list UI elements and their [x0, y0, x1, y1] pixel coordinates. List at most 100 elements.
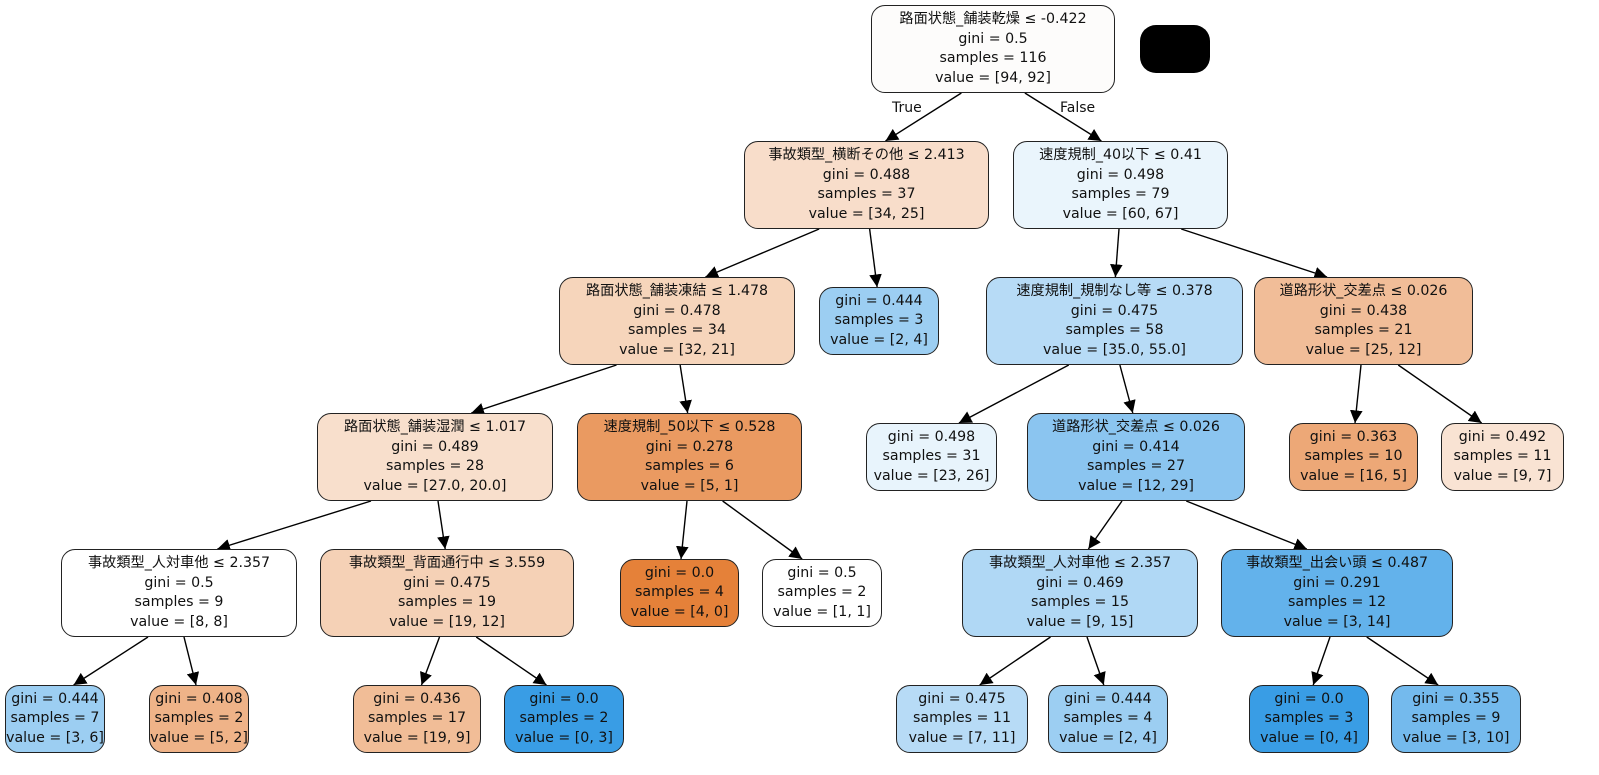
node-samples: samples = 6 [645, 458, 734, 474]
node-gini: gini = 0.438 [1319, 302, 1408, 319]
node-gini: gini = 0.0 [644, 564, 715, 581]
node-value: value = [34, 25] [808, 205, 925, 222]
node-samples: samples = 3 [834, 312, 924, 329]
node-gini: gini = 0.0 [1274, 690, 1344, 707]
edge-label-false: False [1060, 100, 1096, 116]
node-samples: samples = 34 [628, 322, 726, 338]
node-gini: gini = 0.475 [1070, 302, 1159, 319]
node-gini: gini = 0.498 [887, 428, 976, 445]
leaf-node-n26: gini = 0.355 samples = 9 value = [3, 10] [1391, 685, 1521, 753]
node-samples: samples = 4 [1063, 710, 1153, 727]
node-samples: samples = 116 [939, 50, 1047, 66]
node-samples: samples = 37 [817, 186, 916, 202]
node-samples: samples = 17 [368, 710, 466, 727]
edge-n7-n13 [217, 500, 372, 552]
split-node-n14: 事故類型_背面通行中 ≤ 3.559 gini = 0.475 samples = … [320, 549, 574, 637]
node-value: value = [3, 10] [1402, 729, 1510, 746]
redacted-node [1140, 25, 1210, 73]
node-samples: samples = 2 [154, 710, 244, 727]
node-cond: 路面状態_舗装乾燥 ≤ -0.422 [899, 11, 1087, 27]
node-gini: gini = 0.408 [155, 690, 243, 707]
edge-n3-n8 [679, 364, 692, 414]
node-samples: samples = 31 [882, 448, 981, 465]
node-gini: gini = 0.444 [11, 690, 99, 707]
edge-n13-n19 [73, 636, 149, 686]
node-value: value = [19, 9] [363, 729, 471, 746]
node-samples: samples = 15 [1031, 594, 1129, 610]
edge-n2-n5 [1110, 228, 1123, 278]
node-gini: gini = 0.498 [1076, 166, 1165, 183]
node-value: value = [16, 5] [1300, 467, 1407, 484]
leaf-node-n21: gini = 0.436 samples = 17 value = [19, 9] [353, 685, 481, 753]
node-value: value = [32, 21] [619, 341, 735, 358]
leaf-node-n11: gini = 0.363 samples = 10 value = [16, 5] [1289, 423, 1418, 491]
node-value: value = [35.0, 55.0] [1043, 341, 1186, 358]
node-samples: samples = 10 [1304, 448, 1403, 465]
node-gini: gini = 0.489 [391, 438, 479, 455]
node-value: value = [9, 7] [1453, 467, 1552, 484]
edge-n10-n18 [1185, 500, 1308, 551]
node-cond: 速度規制_規制なし等 ≤ 0.378 [1016, 283, 1213, 299]
edge-n1-n4 [868, 228, 882, 288]
edge-n6-n12 [1397, 364, 1483, 424]
node-samples: samples = 2 [777, 584, 867, 601]
node-samples: samples = 21 [1314, 322, 1413, 338]
node-gini: gini = 0.5 [787, 564, 857, 581]
node-gini: gini = 0.444 [1064, 690, 1152, 707]
node-value: value = [9, 15] [1026, 613, 1134, 630]
node-gini: gini = 0.363 [1309, 428, 1398, 445]
node-samples: samples = 28 [386, 458, 484, 474]
node-value: value = [27.0, 20.0] [363, 477, 507, 494]
node-gini: gini = 0.478 [633, 302, 721, 319]
edge-n5-n10 [1119, 364, 1136, 414]
node-value: value = [7, 11] [908, 729, 1016, 746]
edge-n3-n7 [471, 364, 617, 416]
edge-n2-n6 [1181, 228, 1328, 280]
leaf-node-n16: gini = 0.5 samples = 2 value = [1, 1] [762, 559, 882, 627]
node-value: value = [60, 67] [1062, 205, 1179, 222]
edge-n18-n25 [1311, 636, 1331, 686]
node-cond: 速度規制_40以下 ≤ 0.41 [1039, 147, 1202, 163]
node-gini: gini = 0.436 [373, 690, 461, 707]
node-value: value = [1, 1] [773, 603, 871, 620]
node-value: value = [2, 4] [830, 331, 928, 348]
node-gini: gini = 0.444 [835, 292, 923, 309]
node-samples: samples = 79 [1071, 186, 1170, 202]
node-value: value = [3, 14] [1283, 613, 1391, 630]
node-gini: gini = 0.475 [403, 574, 491, 591]
node-cond: 速度規制_50以下 ≤ 0.528 [603, 419, 776, 435]
node-gini: gini = 0.5 [144, 574, 214, 591]
node-samples: samples = 19 [398, 594, 496, 610]
node-value: value = [4, 0] [630, 603, 729, 620]
edge-n18-n26 [1366, 636, 1439, 686]
node-cond: 路面状態_舗装凍結 ≤ 1.478 [585, 283, 769, 299]
node-value: value = [25, 12] [1305, 341, 1422, 358]
node-gini: gini = 0.469 [1036, 574, 1124, 591]
node-value: value = [94, 92] [935, 69, 1051, 86]
node-gini: gini = 0.488 [822, 166, 911, 183]
edge-n0-n2 [1024, 92, 1102, 142]
node-cond: 事故類型_人対車他 ≤ 2.357 [87, 555, 271, 571]
node-value: value = [0, 4] [1260, 729, 1358, 746]
node-cond: 事故類型_背面通行中 ≤ 3.559 [348, 555, 546, 571]
node-gini: gini = 0.355 [1412, 690, 1500, 707]
node-samples: samples = 27 [1087, 458, 1185, 474]
node-samples: samples = 9 [1411, 710, 1501, 727]
node-samples: samples = 2 [519, 710, 609, 727]
node-samples: samples = 11 [1453, 448, 1552, 465]
node-gini: gini = 0.5 [958, 30, 1028, 47]
node-samples: samples = 7 [10, 710, 100, 727]
node-samples: samples = 11 [913, 710, 1011, 727]
node-value: value = [19, 12] [389, 613, 505, 630]
node-value: value = [8, 8] [130, 613, 228, 630]
